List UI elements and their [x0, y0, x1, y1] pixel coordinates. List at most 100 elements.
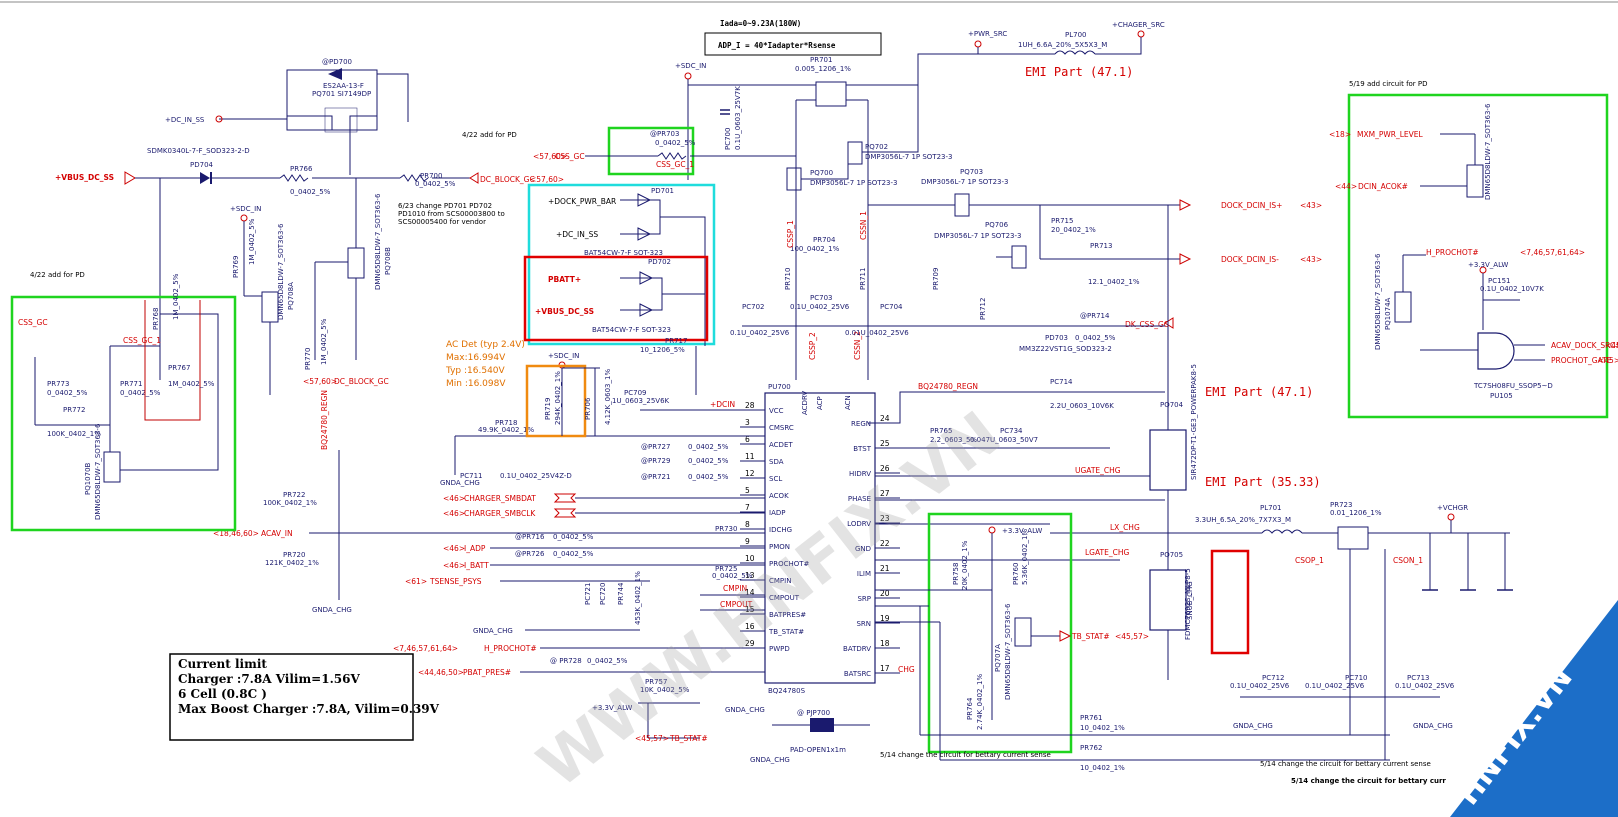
pc713-label: PC713	[1407, 674, 1429, 682]
ic-right-pin-name: LODRV	[847, 520, 871, 528]
pd700-part: ES2AA-13-F	[323, 82, 364, 90]
ac-det-max: Max:16.994V	[446, 353, 506, 363]
ic-top-pin-acdrv: ACDRV	[801, 391, 809, 415]
pc151-value: 0.1U_0402_10V7K	[1480, 285, 1544, 293]
pq707a-label: PQ707A	[994, 644, 1002, 672]
pr723-label: PR723	[1330, 501, 1352, 509]
ic-left-pin-name: SDA	[769, 458, 784, 466]
current-limit-title: Current limit	[178, 657, 267, 671]
pc702-label: PC702	[742, 303, 764, 311]
ref-43-a: <43>	[1300, 201, 1322, 210]
v33-alw-label-3: +3.3V_ALW	[1468, 261, 1508, 269]
pbatt-label: PBATT+	[548, 275, 581, 284]
ic-left-pin-name: ACOK	[769, 492, 789, 500]
pq703-value: DMP3056L-7 1P SOT23-3	[921, 178, 1008, 186]
pr700-value: 0_0402_5%	[415, 180, 456, 188]
tb-stat-label-2: TB_STAT#	[1071, 632, 1110, 641]
ic-right-pin-name: GND	[855, 545, 871, 553]
pr771-label: PR771	[120, 380, 142, 388]
pr764-value: 2.74K_0402_1%	[976, 674, 984, 730]
pr772-value: 100K_0402_1%	[47, 430, 101, 438]
pr712-label: PR712	[979, 298, 987, 320]
ac-det-typ: Typ :16.540V	[445, 366, 506, 376]
chager-src-label: +CHAGER_SRC	[1112, 21, 1165, 29]
pjp700-value: PAD-OPEN1x1m	[790, 746, 846, 754]
pjp700-pad	[810, 718, 834, 732]
pl700-value: 1UH_6.6A_20%_5X5X3_M	[1018, 41, 1107, 49]
pr706-label: PR706	[584, 397, 592, 420]
pq1074a-label: PQ1074A	[1384, 297, 1392, 330]
pq704-value: SIR472DP-T1-GE3_POWERPAK8-5	[1190, 364, 1198, 480]
pr725-value: 0_0402_5%	[712, 572, 753, 580]
pr765-label: PR765	[930, 427, 952, 435]
h-prochot-label: H_PROCHOT#	[484, 644, 537, 653]
csop-label: CSOP_1	[1295, 556, 1324, 565]
pc703-value: 0.1U_0402_25V6	[790, 303, 850, 311]
pbat-pres-label: PBAT_PRES#	[463, 668, 511, 677]
output-caps	[1422, 533, 1513, 591]
ref-18-46-60: <18,46,60>	[213, 529, 259, 538]
ac-det-title: AC Det (typ 2.4V)	[446, 340, 525, 350]
gnda-chg-label-7: GNDA_CHG	[312, 606, 352, 614]
v33-alw-label-1: +3.3V_ALW	[592, 704, 632, 712]
vchgr-label: +VCHGR	[1437, 504, 1468, 512]
ic-right-pin-name: ILIM	[857, 570, 871, 578]
pq702-label: PQ702	[865, 143, 888, 151]
dk-css-gc-label: DK_CSS_GC	[1125, 320, 1169, 329]
ilim-highlight	[927, 512, 1073, 754]
pr765-value: 2.2_0603_5%	[930, 436, 977, 444]
snubber-highlight	[1210, 549, 1250, 655]
smbdat-label: CHARGER_SMBDAT	[464, 494, 536, 503]
pr709-label: PR709	[932, 268, 940, 290]
left-pd-highlight	[10, 295, 237, 532]
pr721-label: @PR721	[641, 473, 670, 481]
dock-pwr-bar-label: +DOCK_PWR_BAR	[548, 197, 616, 206]
pr722-label: PR722	[283, 491, 305, 499]
bq-regn-label: BQ24780_REGN	[918, 382, 978, 391]
pq1070b-label: PQ1070B	[84, 462, 92, 495]
ic-left-pin-name: TB_STAT#	[768, 628, 804, 636]
ic-right-pin-num: 17	[880, 664, 890, 673]
pr715-value: 20_0402_1%	[1051, 226, 1096, 234]
pq704-mosfet	[1149, 429, 1187, 491]
gnda-chg-label-2: GNDA_CHG	[473, 627, 513, 635]
note-add-pd-2: 4/22 add for PD	[30, 271, 85, 279]
pd700-diode	[328, 68, 342, 80]
pjp700-label: @ PJP700	[797, 709, 830, 717]
gnda-chg-label-3: GNDA_CHG	[725, 706, 765, 714]
pr768-label: PR768	[152, 308, 160, 330]
sdm-label: SDMK0340L-7-F_SOD323-2-D	[147, 147, 250, 155]
ic-right-pin-num: 18	[880, 639, 890, 648]
pc700-label: PC700	[724, 128, 732, 150]
pr764-label: PR764	[966, 697, 974, 720]
pc700-value: 0.1U_0603_25V7K	[734, 86, 742, 150]
ic-left-pin-name: CMSRC	[769, 424, 794, 432]
pq1074a-value: DMN65D8LDW-7_SOT363-6	[1374, 253, 1382, 350]
i-adp-label: I_ADP	[464, 544, 486, 553]
vbus-dc-ss-port	[124, 171, 136, 185]
pr716-value: 0_0402_5%	[553, 533, 594, 541]
chager-src-node	[1137, 30, 1145, 38]
current-limit-box	[169, 653, 414, 741]
prochot-gate-label: PROCHOT_GATE	[1551, 356, 1612, 365]
pr773-value: 0_0402_5%	[47, 389, 88, 397]
pc714-label: PC714	[1050, 378, 1073, 386]
pr711-label: PR711	[859, 268, 867, 290]
pq702-value: DMP3056L-7 1P SOT23-3	[865, 153, 952, 161]
pr703-value: 0_0402_5%	[655, 139, 696, 147]
ic-top-pin-acp: ACP	[816, 396, 824, 410]
pr719-label: PR719	[544, 398, 552, 420]
ref-57-60-c: <57,60>	[303, 377, 337, 386]
cmpin-label: CMPIN	[723, 584, 747, 593]
ic-right-pin-name: BATSRC	[844, 670, 871, 678]
pr767-label: PR767	[168, 364, 190, 372]
pd703-label: PD703	[1045, 334, 1068, 342]
tsense-label: TSENSE_PSYS	[429, 577, 482, 586]
sdc-in-label: +SDC_IN	[675, 62, 706, 70]
ic-left-pin-name: ACDET	[769, 441, 793, 449]
emi-part-mid: EMI Part (47.1)	[1205, 385, 1313, 399]
ic-right-pin-num: 20	[880, 589, 890, 598]
gnda-chg-label-1: GNDA_CHG	[440, 479, 480, 487]
ic-left-pin-num: 12	[745, 469, 755, 478]
pc704-value: 0.01U_0402_25V6	[845, 329, 909, 337]
